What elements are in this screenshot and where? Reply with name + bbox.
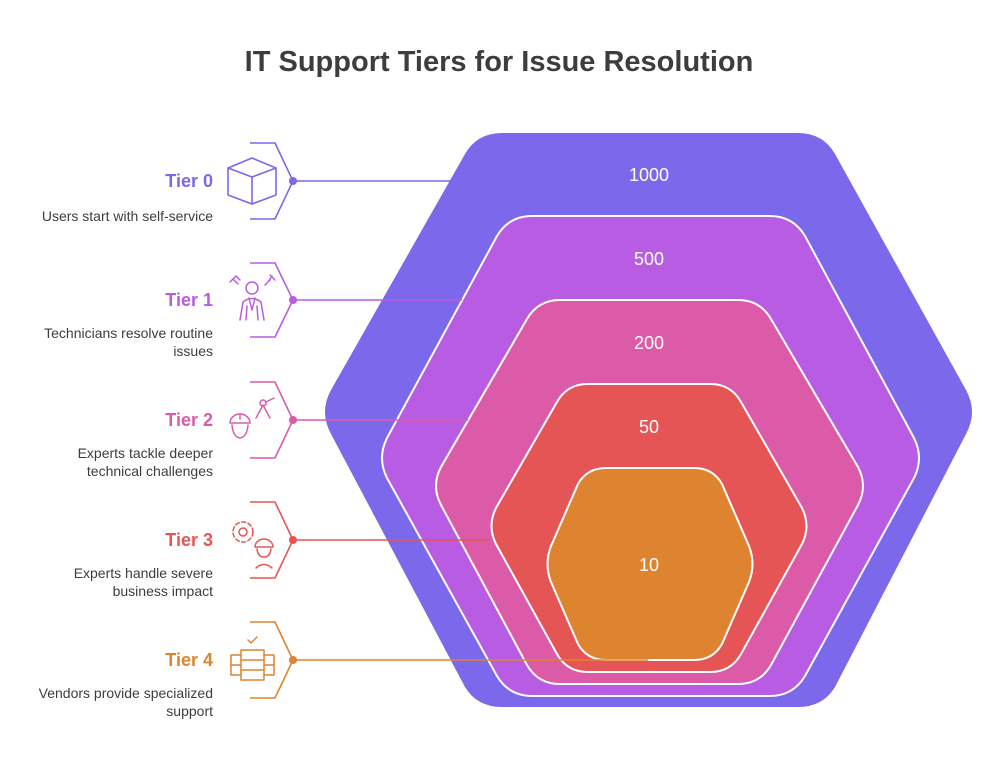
tier-3-dot (289, 536, 297, 544)
tier-4-row: Tier 4 Vendors provide specialized suppo… (39, 621, 648, 719)
tier-3-row: Tier 3 Experts handle severe business im… (74, 501, 490, 599)
tier-1-desc-line-2: issues (173, 343, 213, 359)
tier-1-label: Tier 1 (165, 290, 213, 310)
hexagon-tier-4 (546, 467, 754, 661)
count-tier-2: 200 (634, 333, 664, 353)
count-tier-3: 50 (639, 417, 659, 437)
tier-3-label: Tier 3 (165, 530, 213, 550)
tier-0-row: Tier 0 Users start with self-service (42, 142, 459, 224)
tier-0-dot-left (289, 177, 297, 185)
tier-3-desc-line-1: Experts handle severe (74, 565, 214, 581)
tier-1-dot (289, 296, 297, 304)
tier-2-label: Tier 2 (165, 410, 213, 430)
diagram-title: IT Support Tiers for Issue Resolution (245, 46, 754, 78)
tier-0-label: Tier 0 (165, 171, 213, 191)
count-tier-0: 1000 (629, 165, 669, 185)
tier-4-dot (289, 656, 297, 664)
tier-1-desc-line-1: Technicians resolve routine (44, 325, 213, 341)
tier-4-label: Tier 4 (165, 650, 213, 670)
box-icon (227, 157, 277, 205)
hexagon-counts: 1000 500 200 50 10 (629, 165, 669, 575)
tier-4-desc-line-1: Vendors provide specialized (39, 685, 213, 701)
tier-2-bracket (250, 381, 294, 459)
count-tier-4: 10 (639, 555, 659, 575)
tier-4-desc-line-2: support (166, 703, 213, 719)
expert-tools-icon (229, 397, 275, 439)
tier-3-bracket (250, 501, 294, 579)
tier-3-desc-line-2: business impact (113, 583, 213, 599)
tier-2-dot (289, 416, 297, 424)
tier-2-desc-line-1: Experts tackle deeper (78, 445, 214, 461)
tier-0-desc-line-1: Users start with self-service (42, 208, 213, 224)
tier-1-row: Tier 1 Technicians resolve routine issue… (44, 262, 462, 359)
tier-2-desc-line-2: technical challenges (87, 463, 213, 479)
technician-icon (229, 274, 276, 321)
count-tier-1: 500 (634, 249, 664, 269)
tier-2-row: Tier 2 Experts tackle deeper technical c… (78, 381, 468, 479)
gear-engineer-icon (232, 521, 274, 569)
tier-0-dot-right (451, 177, 459, 185)
tier-0-bracket (250, 142, 294, 220)
hexagon-stack (325, 133, 972, 707)
server-rack-icon (230, 636, 275, 681)
